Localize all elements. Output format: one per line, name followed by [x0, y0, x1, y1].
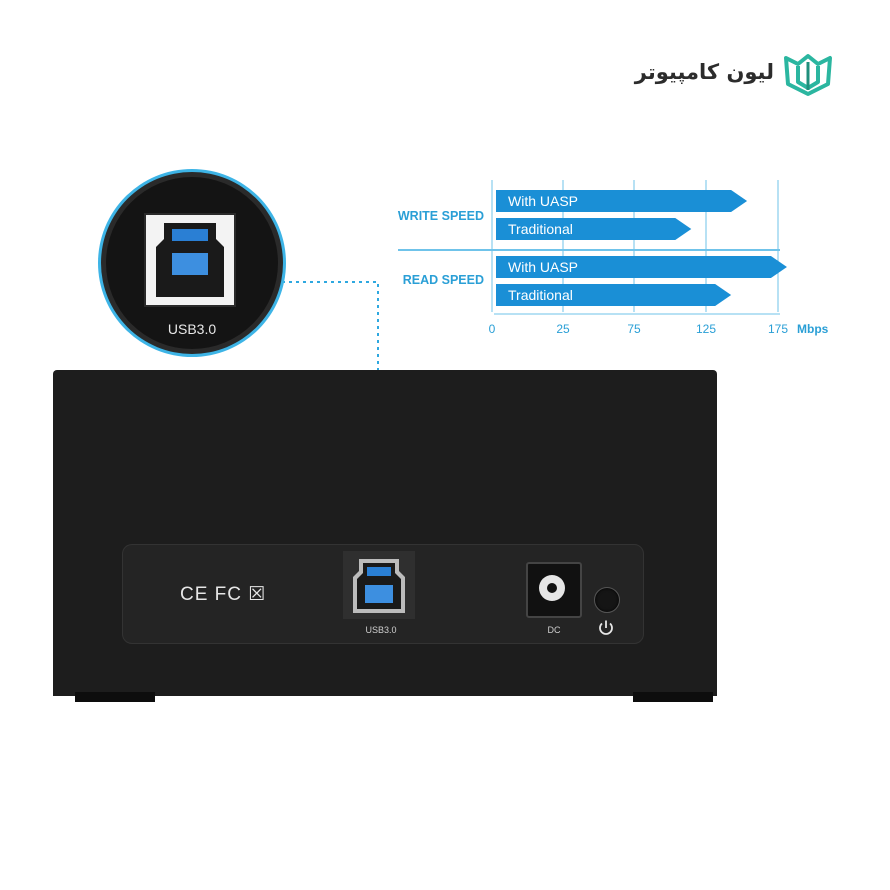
brand-name: لیون کامپیوتر — [634, 60, 774, 84]
power-icon — [599, 620, 613, 635]
brand-logo: لیون کامپیوتر — [604, 50, 844, 106]
chart-bar — [496, 284, 732, 306]
chart-unit-label: Mbps — [797, 322, 829, 336]
book-shield-logo-icon — [784, 54, 832, 96]
chart-bar-label: With UASP — [508, 259, 578, 275]
rear-panel: CE FC ☒ USB3.0 DC — [122, 544, 644, 644]
chart-bar — [496, 256, 787, 278]
chart-group-label: READ SPEED — [403, 273, 484, 287]
chart-bar-label: Traditional — [508, 287, 573, 303]
dc-label: DC — [547, 625, 561, 635]
device-foot-left — [75, 692, 155, 702]
chart-bar-label: Traditional — [508, 221, 573, 237]
device-body — [53, 370, 717, 696]
chart-tick-label: 175 — [768, 322, 788, 336]
chart-bar — [496, 190, 748, 212]
usb-port-callout: USB3.0 — [106, 177, 278, 349]
usb-type-b-port-icon — [156, 223, 224, 297]
usb-port[interactable] — [343, 551, 415, 619]
chart-tick-label: 25 — [556, 322, 570, 336]
power-button[interactable] — [594, 587, 620, 613]
usb-port-closeup — [144, 213, 236, 307]
usb-b-port-icon — [343, 551, 415, 619]
chart-tick-label: 75 — [627, 322, 641, 336]
certification-marks: CE FC ☒ — [180, 584, 267, 605]
dc-jack-ring — [539, 575, 565, 601]
speed-comparison-chart: 0 25 75 125 175 Mbps WRITE SPEED With UASP Tradi… — [398, 180, 829, 336]
callout-usb-label: USB3.0 — [167, 321, 217, 337]
dc-jack[interactable] — [526, 562, 582, 618]
usb-port-label: USB3.0 — [365, 625, 397, 635]
chart-bar-label: With UASP — [508, 193, 578, 209]
docking-station: CE FC ☒ USB3.0 DC — [53, 370, 717, 702]
device-foot-right — [633, 692, 713, 702]
chart-tick-label: 0 — [489, 322, 496, 336]
chart-tick-label: 125 — [696, 322, 716, 336]
dc-jack-pin — [547, 583, 557, 593]
chart-bar — [496, 218, 692, 240]
chart-group-label: WRITE SPEED — [398, 209, 484, 223]
